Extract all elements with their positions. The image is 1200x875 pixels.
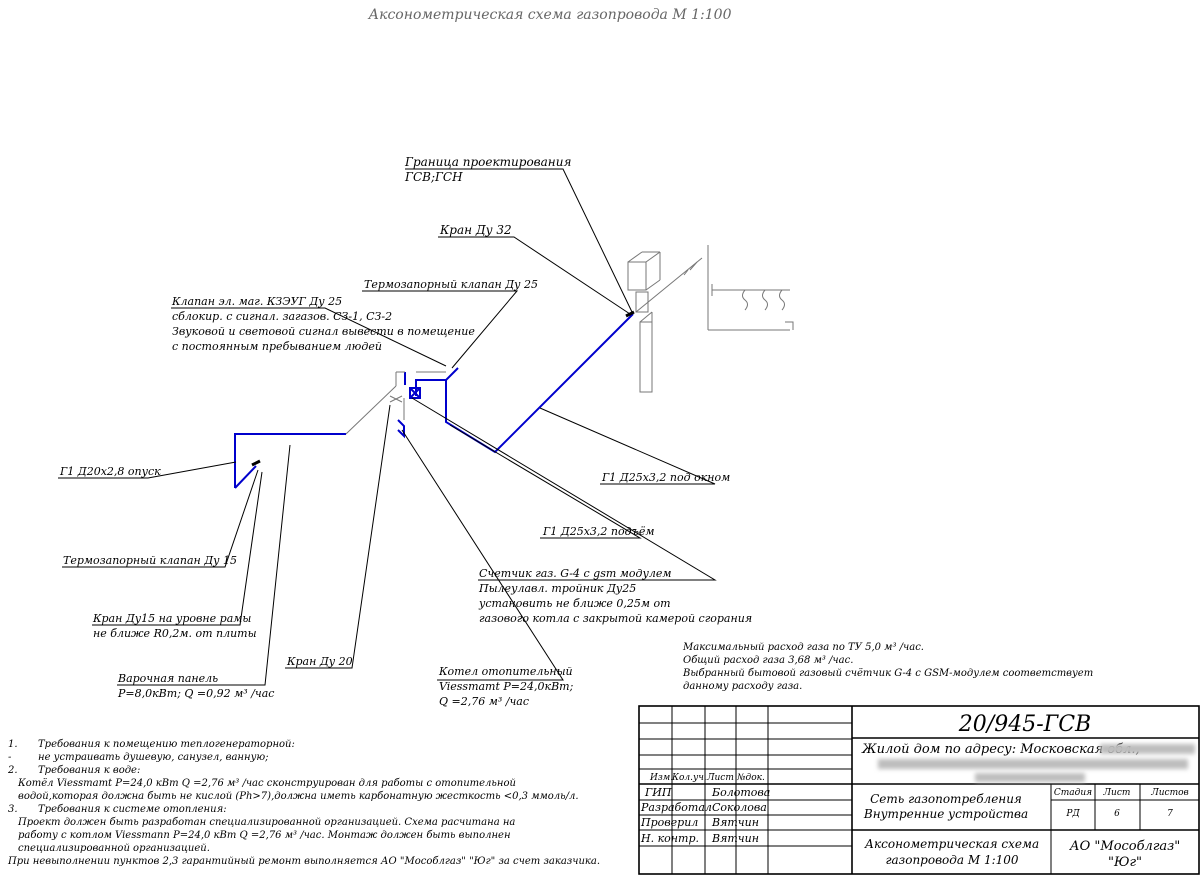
stamp-col-kol: Кол.уч. [671,773,707,783]
label-dust-tee: Пылеулавл. тройник Ду25 [478,582,636,595]
stamp-doc-code: 20/945-ГСВ [958,712,1091,737]
req-text-2: не устраивать душевую, санузел, ванную; [38,752,269,763]
req-num-1: 1. [8,739,18,750]
label-boiler: Котел отопительный [438,665,573,678]
label-boiler-flow: Q =2,76 м³ /час [439,695,529,708]
label-solenoid-interlock: сблокир. с сигнал. загазов. СЗ-1, СЗ-2 [172,310,392,323]
leader-lines [58,168,717,686]
stamp-drawing-name: Аксонометрическая схема [864,837,1039,851]
label-valve-du32: Кран Ду 32 [439,223,512,237]
stamp-col-izm: Изм. [649,773,673,783]
stamp-subject-internal: Внутренние устройства [863,807,1028,821]
stamp-sheets-label: Листов [1150,788,1189,798]
redacted-address-1 [1100,744,1195,754]
req-num-2: - [8,752,12,763]
requirements-list: 1. Требования к помещению теплогенератор… [7,739,600,867]
label-solenoid-signal: Звуковой и световой сигнал вывести в пом… [172,325,475,338]
stamp-role-checker: Проверил [640,816,698,829]
req-num-3: 2. [7,765,18,776]
annotation-labels: Граница проектирования ГСВ;ГСН Кран Ду 3… [59,155,752,708]
label-hob-power: Р=8,0кВт; Q =0,92 м³ /час [117,687,274,700]
req-text-5: водой,которая должна быть не кислой (Ph>… [18,791,579,802]
note-total-flow: Общий расход газа 3,68 м³ /час. [683,655,853,666]
label-pipe-rise: Г1 Д25х3,2 подъём [542,525,655,538]
label-boundary: Граница проектирования [404,155,571,169]
stamp-col-list: Лист [706,773,734,783]
label-thermo-valve-15: Термозапорный клапан Ду 15 [63,554,237,567]
label-valve-du15-distance: не ближе R0,2м. от плиты [93,627,257,640]
label-solenoid-valve: Клапан эл. маг. КЗЭУГ Ду 25 [171,295,342,308]
label-valve-du15: Кран Ду15 на уровне рамы [92,612,251,625]
label-meter-distance: установить не ближе 0,25м от [478,597,671,610]
label-pipe-drop: Г1 Д20х2,8 опуск [59,465,161,478]
req-text-9: специализированной организацией. [18,843,210,854]
stamp-name-normcontrol: Вятчин [711,832,759,845]
flow-notes: Максимальный расход газа по ТУ 5,0 м³ /ч… [682,642,1093,692]
req-num-6: 3. [8,804,18,815]
stamp-org-name: АО "Мособлгаз" [1069,839,1180,854]
req-text-4: Котёл Viessmamt Р=24,0 кВт Q =2,76 м³ /ч… [17,778,516,789]
title-block [638,705,1200,875]
label-pipe-window: Г1 Д25х3,2 под окном [601,471,730,484]
stamp-stage-label: Стадия [1054,788,1092,798]
building-walls [627,245,794,393]
stamp-sheets-value: 7 [1167,809,1173,819]
label-boiler-model: Viessmamt Р=24,0кВт; [439,680,574,693]
redacted-address-2 [878,759,1188,769]
redacted-address-3 [975,773,1085,782]
label-gas-meter: Счетчик газ. G-4 с gsm модулем [479,567,672,580]
stamp-drawing-scale: газопровода М 1:100 [885,853,1018,867]
stamp-col-ndok: №док. [736,773,765,783]
label-thermo-valve-25: Термозапорный клапан Ду 25 [364,278,538,291]
drawing-title: Аксонометрическая схема газопровода М 1:… [368,7,732,23]
req-text-3: Требования к воде: [38,765,140,776]
req-text-7: Проект должен быть разработан специализи… [17,817,515,828]
label-solenoid-room: с постоянным пребыванием людей [172,340,382,353]
stamp-role-normcontrol: Н. контр. [640,832,699,845]
stamp-sheet-value: 6 [1114,809,1120,819]
stamp-name-checker: Вятчин [711,816,759,829]
stamp-subject-network: Сеть газопотребления [870,792,1022,806]
grey-connectors [345,371,446,435]
req-text-8: работу с котлом Viessmann Р=24,0 кВт Q =… [18,830,511,841]
title-block-text: Изм. Кол.уч. Лист №док. ГИП Болотова Раз… [640,712,1195,870]
stamp-org-branch: "Юг" [1108,855,1142,870]
stamp-name-developer: Соколова [712,801,767,814]
stamp-role-gip: ГИП [644,786,672,799]
stamp-sheet-label: Лист [1103,788,1131,798]
gas-pipeline [234,310,635,489]
stamp-role-developer: Разработал [640,801,712,814]
note-meter-choice: Выбранный бытовой газовый счётчик G-4 с … [682,668,1093,679]
stamp-address: Жилой дом по адресу: Московская обл., [861,742,1140,757]
note-meter-match: данному расходу газа. [683,681,802,692]
req-text-1: Требования к помещению теплогенераторной… [38,739,295,750]
label-meter-boiler: газового котла с закрытой камерой сгоран… [479,612,752,625]
req-text-6: Требования к системе отопления: [38,804,227,815]
label-boundary-systems: ГСВ;ГСН [404,170,463,184]
note-max-flow: Максимальный расход газа по ТУ 5,0 м³ /ч… [682,642,924,653]
stamp-stage-value: РД [1065,809,1080,819]
label-valve-du20: Кран Ду 20 [286,655,353,668]
label-hob: Варочная панель [117,672,218,685]
stamp-name-gip: Болотова [711,786,770,799]
req-text-10: При невыполнении пунктов 2,3 гарантийный… [7,856,600,867]
